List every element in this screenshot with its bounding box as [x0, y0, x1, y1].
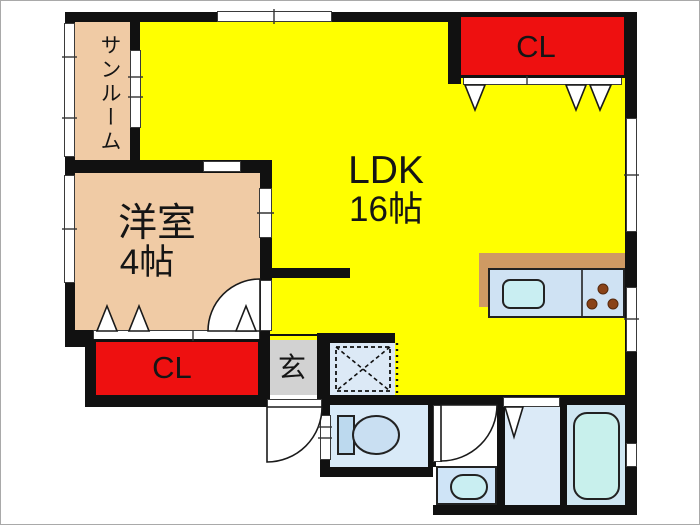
wall-pan-top [317, 333, 395, 343]
wall-bath-left [560, 405, 567, 505]
label-ldk-size: 16帖 [349, 190, 423, 229]
toilet-tank [337, 415, 355, 455]
opening-western-top [203, 161, 241, 172]
closet-upper [458, 14, 627, 78]
window-right-upper [626, 118, 637, 232]
label-closet-lower: CL [152, 350, 192, 385]
entrance-door-panel [267, 399, 322, 408]
room-dressing [505, 405, 560, 505]
window-sunroom-left [64, 23, 75, 157]
wall-pan-left [317, 333, 330, 407]
wall-closet-bottom [85, 395, 267, 407]
label-entrance: 玄 [277, 352, 306, 383]
room-entrance [266, 340, 317, 395]
bathtub [573, 412, 620, 500]
window-top [217, 11, 332, 22]
closet-lower [93, 339, 261, 398]
wall-washroom-right [497, 395, 505, 515]
wall-ldk-stub [260, 268, 350, 278]
wall-top [65, 12, 637, 22]
wall-closet-left [85, 341, 95, 407]
wall-sanitary-bottom [433, 505, 637, 515]
washroom-door-panel [433, 405, 442, 462]
washing-machine-pan [330, 343, 395, 395]
window-western-left [64, 175, 75, 283]
entrance-step-line [266, 334, 317, 336]
wall-toilet-bottom [320, 467, 433, 477]
label-ldk: LDK [348, 149, 424, 192]
toilet-door [320, 415, 331, 460]
dressing-door-track [503, 397, 560, 407]
window-western-ldk [259, 188, 272, 238]
washbasin [450, 474, 488, 500]
label-western-room: 洋室 [117, 202, 196, 245]
wall-sanitary-top [317, 395, 637, 405]
kitchen-sink [502, 279, 545, 309]
wall-closet-entrance-divider [258, 331, 270, 407]
doorway-western [260, 280, 272, 331]
door-arc-entrance [266, 406, 323, 463]
label-sunroom: サンルーム [98, 34, 121, 154]
window-right-bath [626, 443, 637, 467]
wall-toilet-right [428, 405, 436, 467]
room-sunroom [73, 22, 130, 160]
wall-right [625, 12, 637, 515]
window-sunroom-ldk [130, 50, 141, 128]
label-western-size: 4帖 [119, 243, 175, 282]
window-right-kitchen [626, 287, 637, 352]
wall-closet-upper-left [448, 12, 461, 84]
label-closet-upper: CL [516, 29, 556, 64]
